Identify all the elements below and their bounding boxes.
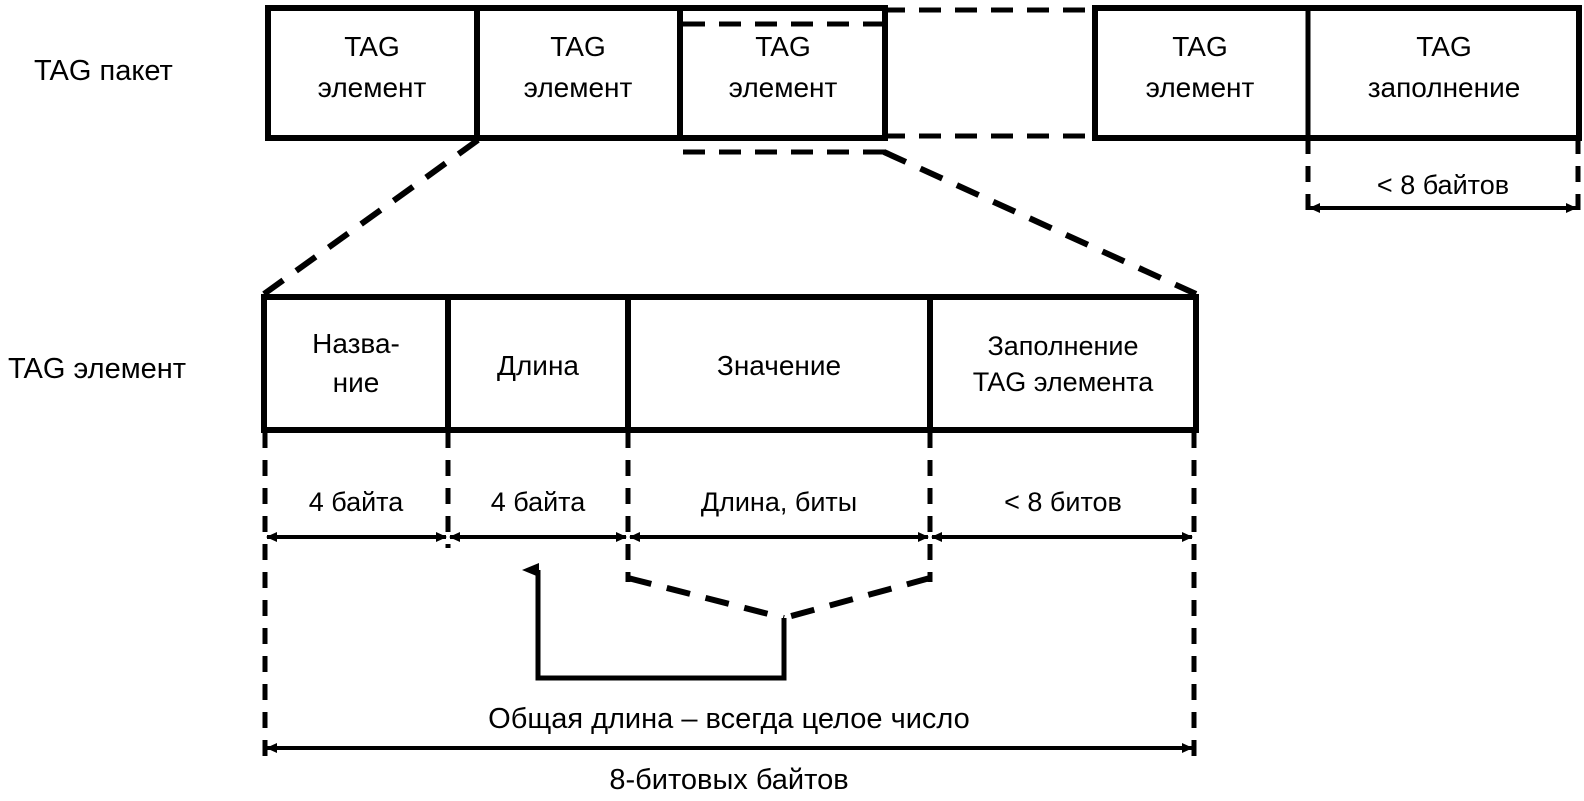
tag-packet-box-2-line1: TAG (550, 31, 605, 62)
tag-packet-box-4-line1: TAG (1172, 31, 1227, 62)
tag-packet-box-2-line2: элемент (524, 72, 633, 103)
tag-packet-box-2: TAG элемент (524, 31, 633, 103)
tag-element-dimensions: 4 байта 4 байта Длина, биты < 8 битов (262, 432, 1197, 756)
tag-packet-box-4: TAG элемент (1146, 31, 1255, 103)
tag-packet-box-5-line2: заполнение (1368, 72, 1521, 103)
tag-element-field-padding: Заполнение TAG элемента (973, 331, 1155, 397)
tag-element-field-length: Длина (497, 350, 579, 381)
tag-packet-box-5-line1: TAG (1416, 31, 1471, 62)
tag-packet-left-group-outline (265, 5, 888, 141)
tag-padding-dimension-label: < 8 байтов (1377, 170, 1509, 200)
tag-packet-box-1: TAG элемент (318, 31, 427, 103)
length-pointer-dash-right (783, 575, 931, 621)
tag-element-field-value: Значение (717, 350, 841, 381)
tag-packet-box-1-line2: элемент (318, 72, 427, 103)
total-length-dimension: Общая длина – всегда целое число 8-битов… (266, 703, 1193, 796)
expansion-connector-left (262, 137, 480, 297)
total-length-label-line1: Общая длина – всегда целое число (488, 703, 970, 735)
tag-element-field-name-line1: Назва- (312, 328, 400, 359)
dim-label-name: 4 байта (309, 487, 405, 517)
tag-element-field-padding-line1: Заполнение (987, 331, 1138, 361)
tag-packet-box-3-line1: TAG (755, 31, 810, 62)
expansion-connectors (262, 137, 1198, 297)
tag-packet-row-label: TAG пакет (34, 55, 173, 87)
length-field-pointer (522, 563, 931, 681)
tag-element-field-length-line1: Длина (497, 350, 579, 381)
tag-packet-right-group-outline (1092, 5, 1582, 141)
length-pointer-elbow-arrow (522, 563, 787, 681)
total-length-label-line2: 8-битовых байтов (609, 764, 848, 796)
dim-label-value: Длина, биты (701, 487, 857, 517)
tag-element-row-label: TAG элемент (8, 353, 186, 385)
tag-element-field-name: Назва- ние (312, 328, 400, 398)
tag-packet-row: TAG пакет TAG элемент TAG элемент TAG эл… (34, 5, 1582, 222)
tag-packet-box-1-line1: TAG (344, 31, 399, 62)
tag-packet-box-4-line2: элемент (1146, 72, 1255, 103)
dim-label-length: 4 байта (491, 487, 587, 517)
tag-element-field-value-line1: Значение (717, 350, 841, 381)
tag-element-field-padding-line2: TAG элемента (973, 367, 1155, 397)
length-pointer-dash-left (627, 575, 785, 621)
expansion-connector-right (882, 149, 1198, 297)
tag-packet-box-3-line2: элемент (729, 72, 838, 103)
dim-label-padding: < 8 битов (1004, 487, 1122, 517)
tag-element-outline (261, 294, 1199, 433)
tag-packet-box-5-padding: TAG заполнение (1368, 31, 1521, 103)
tag-element-field-name-line2: ние (333, 367, 380, 398)
tag-element-row: TAG элемент Назва- ние Длина Значение За… (8, 294, 1199, 433)
tag-packet-box-3: TAG элемент (729, 31, 838, 103)
